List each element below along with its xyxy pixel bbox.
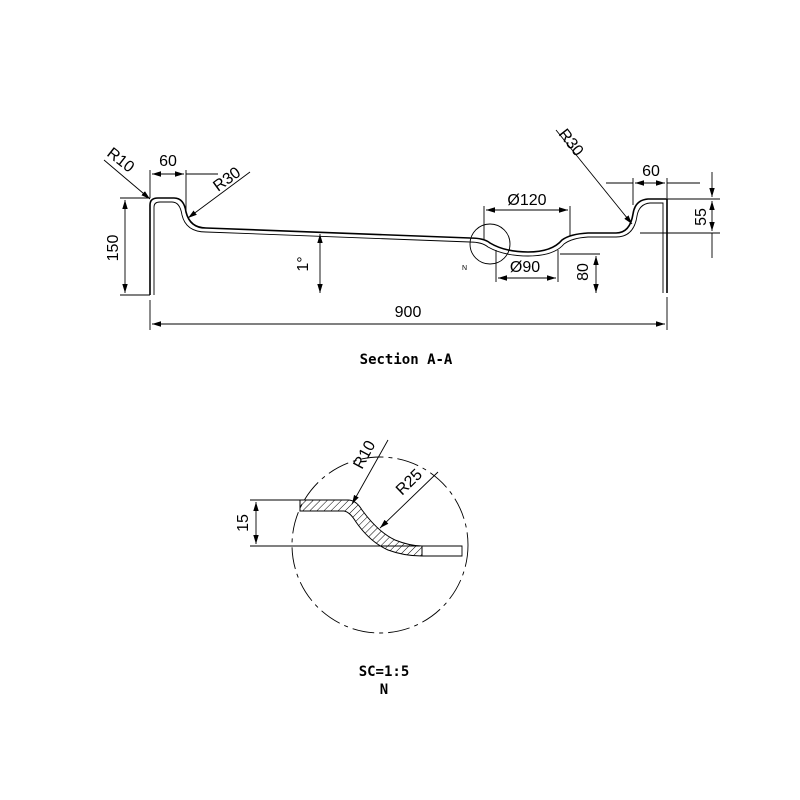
dim-900-label: 900 xyxy=(395,304,422,321)
leader-r30-right xyxy=(555,129,633,225)
scale-label: SC=1:5 xyxy=(359,664,410,680)
dim-60-right-label: 60 xyxy=(642,163,660,180)
detail-circle-n xyxy=(469,223,511,265)
tray-profile-outer xyxy=(149,197,668,295)
detail-hatched-profile xyxy=(299,499,423,557)
detail-r25-label: R25 xyxy=(393,466,426,499)
leader-r30-left xyxy=(187,171,251,219)
detail-view: 15 R10 R25 SC=1:5 N xyxy=(235,438,469,698)
slope-label: 1° xyxy=(295,256,312,271)
section-caption: Section A-A xyxy=(360,352,453,368)
dim-60-left-label: 60 xyxy=(159,153,177,170)
detail-name-label: N xyxy=(380,682,388,698)
tray-profile-inner xyxy=(153,201,664,295)
r30-left-label: R30 xyxy=(210,164,244,195)
detail-boundary-circle xyxy=(291,456,469,634)
leader-detail-r25 xyxy=(379,471,439,529)
dim-150-label: 150 xyxy=(105,235,122,262)
r10-label: R10 xyxy=(104,145,138,177)
detail-r10-label: R10 xyxy=(351,438,380,472)
detail-plain-segment xyxy=(422,545,463,557)
detail-mark-label: N xyxy=(462,265,467,272)
section-view: 150 60 R10 R30 1° N Ø120 Ø90 80 xyxy=(104,126,720,368)
dia90-label: Ø90 xyxy=(510,259,540,276)
r30-right-label: R30 xyxy=(555,126,587,160)
dim-80-label: 80 xyxy=(575,263,592,281)
dim-15-label: 15 xyxy=(235,514,252,532)
dia120-label: Ø120 xyxy=(507,192,546,209)
dim-55-label: 55 xyxy=(693,208,710,226)
leader-r10 xyxy=(103,159,151,200)
leader-detail-r10 xyxy=(351,439,389,505)
